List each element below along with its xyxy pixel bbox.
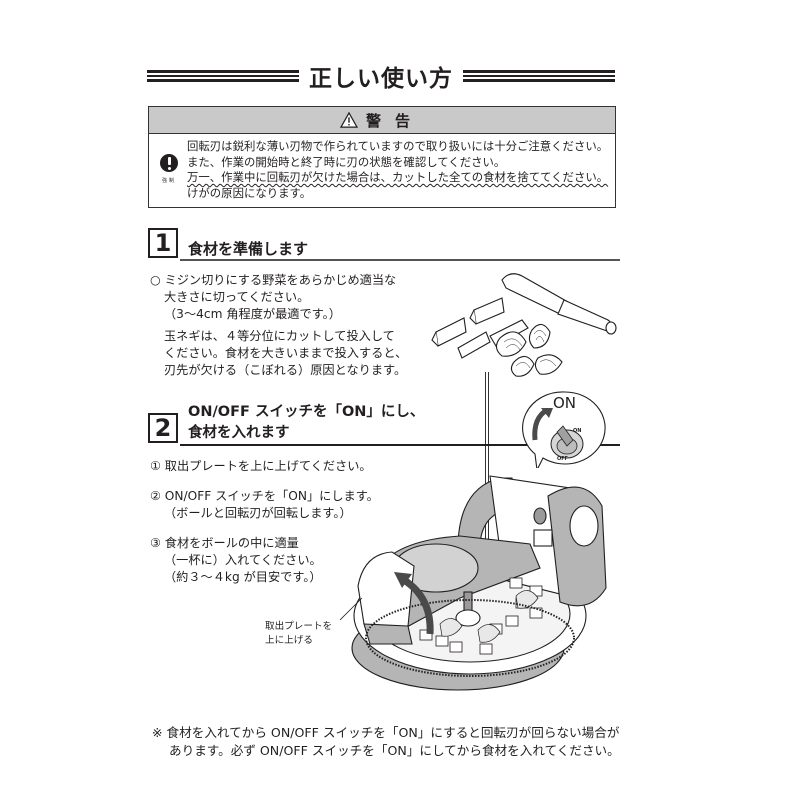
footnote-line: ※ 食材を入れてから ON/OFF スイッチを「ON」にすると回転刃が回らない場… bbox=[152, 725, 620, 740]
plate-callout-line: 上に上げる bbox=[265, 635, 313, 646]
warning-line: けがの原因になります。 bbox=[187, 185, 312, 200]
switch-off-mark: OFF bbox=[557, 456, 569, 462]
step1-line: ○ ミジン切りにする野菜をあらかじめ適当な bbox=[150, 273, 397, 287]
plate-callout-line: 取出プレートを bbox=[265, 621, 333, 632]
step2-title-line: 食材を入れます bbox=[188, 425, 290, 441]
step2-divider bbox=[180, 444, 620, 446]
step-number-1: 1 bbox=[148, 228, 178, 258]
warning-line: また、作業の開始時と終了時に刃の状態を確認してください。 bbox=[187, 154, 506, 169]
step1-line: 刃先が欠ける（こぼれる）原因となります。 bbox=[164, 363, 407, 377]
step2-item-text: ③ 食材をボールの中に適量 bbox=[150, 536, 299, 550]
switch-callout: ON ON OFF bbox=[517, 388, 613, 472]
warning-title: 警告 bbox=[365, 111, 424, 130]
page-title-bar: 正しい使い方 bbox=[147, 58, 615, 94]
step1-divider bbox=[180, 259, 620, 261]
step2-item-3: ③ 食材をボールの中に適量 （一杯に）入れてください。 （約３～４kg が目安で… bbox=[150, 535, 322, 586]
step1-line: 玉ネギは、４等分位にカットして投入して bbox=[164, 329, 395, 343]
warning-body: 強制 回転刃は鋭利な薄い刃物で作られていますので取り扱いには十分ご注意ください。… bbox=[149, 134, 615, 201]
step2-item-2: ② ON/OFF スイッチを「ON」にします。 （ボールと回転刃が回転します。） bbox=[150, 488, 379, 522]
step1-line: （3～4cm 角程度が最適です。） bbox=[164, 307, 341, 321]
switch-on-mark: ON bbox=[573, 428, 582, 434]
mandatory-exclamation-icon: 強制 bbox=[159, 154, 179, 190]
warning-line-emphasized: 万一、作業中に回転刃が欠けた場合は、カットした全ての食材を捨ててください。 bbox=[187, 170, 609, 184]
lift-arrow-icon bbox=[402, 577, 434, 635]
step2-item-text: ② ON/OFF スイッチを「ON」にします。 bbox=[150, 489, 379, 503]
footnote-line: あります。必ず ON/OFF スイッチを「ON」にしてから食材を入れてください。 bbox=[169, 743, 620, 758]
page-title: 正しい使い方 bbox=[309, 66, 453, 92]
mandatory-label: 強制 bbox=[161, 178, 176, 184]
step2-title: ON/OFF スイッチを「ON」にし、 食材を入れます bbox=[188, 402, 424, 444]
title-rule-left bbox=[147, 68, 299, 84]
switch-callout-bubble bbox=[522, 391, 606, 472]
knife-and-cut-vegetables-illustration bbox=[431, 273, 617, 377]
footnote: ※ 食材を入れてから ON/OFF スイッチを「ON」にすると回転刃が回らない場… bbox=[152, 724, 620, 760]
step2-item-1: ① 取出プレートを上に上げてください。 bbox=[150, 458, 372, 475]
step2-item-text: （一杯に）入れてください。 bbox=[164, 553, 322, 567]
step1-line: ください。食材を大きいままで投入すると、 bbox=[164, 346, 408, 360]
step-number-2: 2 bbox=[148, 413, 178, 443]
warning-box: 警告 強制 回転刃は鋭利な薄い刃物で作られていますので取り扱いには十分ご注意くだ… bbox=[148, 106, 616, 208]
plate-callout: 取出プレートを 上に上げる bbox=[265, 620, 332, 648]
warning-header: 警告 bbox=[149, 107, 615, 134]
step2-item-text: （約３～４kg が目安です。） bbox=[164, 570, 322, 584]
step2-item-text: （ボールと回転刃が回転します。） bbox=[164, 506, 352, 520]
step1-line: 大きさに切ってください。 bbox=[164, 290, 310, 304]
switch-on-label: ON bbox=[553, 394, 577, 412]
vegetable-chopper-machine-illustration bbox=[340, 475, 607, 691]
warning-line: 回転刃は鋭利な薄い刃物で作られていますので取り扱いには十分ご注意ください。 bbox=[187, 139, 609, 153]
step2-title-line: ON/OFF スイッチを「ON」にし、 bbox=[188, 404, 425, 420]
title-rule-right bbox=[463, 68, 615, 84]
step1-body: ○ ミジン切りにする野菜をあらかじめ適当な 大きさに切ってください。 （3～4c… bbox=[150, 272, 407, 379]
warning-triangle-icon bbox=[339, 112, 358, 128]
step1-title: 食材を準備します bbox=[188, 240, 309, 258]
step2-item-text: ① 取出プレートを上に上げてください。 bbox=[150, 459, 372, 473]
